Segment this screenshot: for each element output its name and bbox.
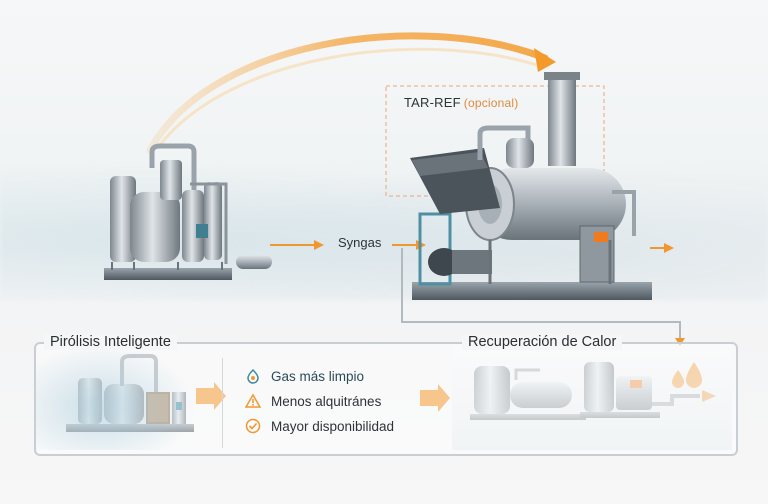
check-circle-icon [245,418,261,434]
syngas-label: Syngas [338,235,382,250]
benefit-item: Gas más limpio [245,368,364,384]
connector-line [401,248,681,342]
flame-droplet-icon [245,368,261,384]
warning-triangle-icon [245,393,261,409]
benefit-item: Mayor disponibilidad [245,418,394,434]
tar-ref-boiler-illustration [410,72,652,300]
tar-ref-label: TAR-REF(opcional) [404,95,518,110]
benefit-item: Menos alquitránes [245,393,381,409]
arrow-boiler-output [650,243,674,253]
arrow-to-heat-recovery [420,384,450,412]
arrow-to-benefits [196,382,226,410]
section-title-pyrolysis: Pirólisis Inteligente [44,334,177,350]
tar-ref-name: TAR-REF [404,95,461,110]
arrow-to-syngas [270,240,324,250]
benefit-label: Menos alquitránes [271,393,382,409]
flow-arc-arrow [146,32,556,154]
benefits-list: Gas más limpio Menos alquitránes Mayor d… [222,358,449,448]
pyrolysis-reactor-illustration [104,143,272,280]
benefit-label: Gas más limpio [271,368,365,384]
section-title-heat-recovery: Recuperación de Calor [462,334,623,350]
panel-right-shade [452,344,732,450]
panel-left-glow [36,344,196,450]
benefit-label: Mayor disponibilidad [271,418,395,434]
tar-ref-note: (opcional) [463,96,519,110]
